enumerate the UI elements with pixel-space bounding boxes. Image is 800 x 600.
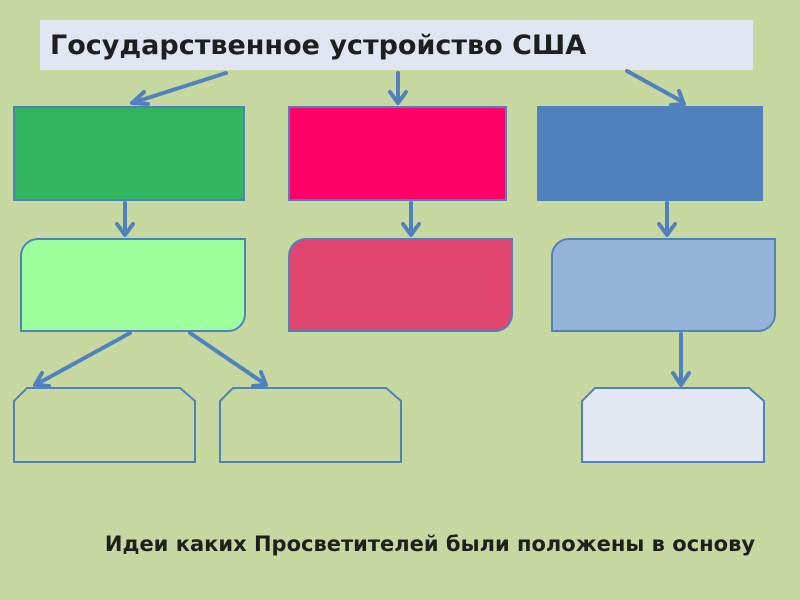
branch-box-red <box>288 106 507 201</box>
sub-box-blue <box>551 238 776 332</box>
arrow-green-sub-to-leaf-1 <box>33 331 132 388</box>
diagram-title: Государственное устройство США <box>50 29 587 61</box>
arrow-blue-to-sub <box>657 201 677 237</box>
arrow-title-to-green <box>130 71 228 106</box>
leaf-box-left-2 <box>219 387 402 463</box>
arrow-title-to-blue <box>625 69 686 107</box>
arrow-title-to-red <box>388 71 408 105</box>
arrow-blue-sub-to-leaf <box>671 332 691 387</box>
title-box: Государственное устройство США <box>40 20 753 70</box>
arrow-green-to-sub <box>115 201 135 237</box>
branch-box-green <box>13 106 245 201</box>
leaf-box-left-1 <box>13 387 196 463</box>
arrow-red-to-sub <box>401 201 421 237</box>
arrow-green-sub-to-leaf-2 <box>188 331 268 388</box>
sub-box-red <box>288 238 513 332</box>
leaf-box-right <box>581 387 765 463</box>
question-text: Идеи каких Просветителей были положены в… <box>104 532 756 556</box>
sub-box-green <box>20 238 246 332</box>
branch-box-blue <box>537 106 763 201</box>
